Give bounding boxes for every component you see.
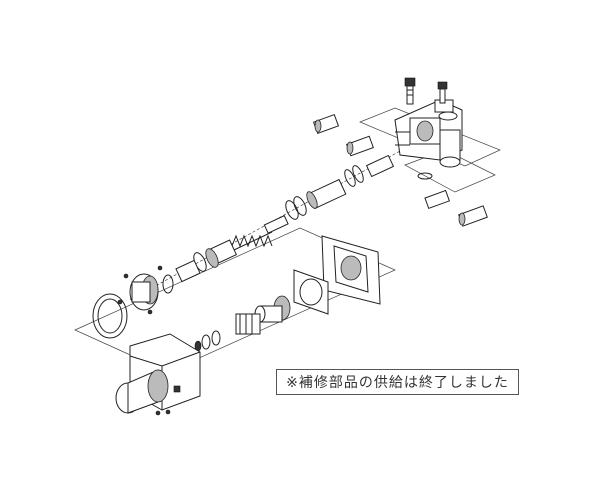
seal-ring-b: [293, 196, 307, 216]
fitting-right-2: [458, 205, 488, 227]
motor: [115, 369, 181, 414]
parts-supply-ended-notice: ※補修部品の供給は終了しました: [276, 369, 519, 395]
elbow-fitting-left: [312, 113, 340, 135]
top-screw-left: [404, 77, 416, 105]
pump-head-flange: [129, 273, 174, 311]
check-valve-small: [346, 135, 374, 157]
coupling-assembly: [235, 295, 291, 335]
motor-screw-2: [165, 409, 171, 415]
motor-screw: [155, 410, 161, 416]
frame-plate: [293, 269, 329, 315]
seal-ring-a: [285, 200, 299, 220]
top-o-ring: [438, 111, 458, 121]
fitting-right-1: [424, 189, 451, 210]
valve-body: [394, 99, 463, 168]
bottom-o-ring: [417, 172, 433, 180]
plunger-assembly: [306, 154, 395, 210]
piston-rod: [263, 215, 289, 234]
flange-bolts: [117, 265, 163, 315]
spring: [231, 231, 273, 251]
mounting-bracket: [321, 235, 381, 305]
large-gasket: [92, 293, 128, 339]
small-seals: [194, 330, 221, 352]
top-screw-right: [437, 81, 448, 104]
bearing-assembly: [175, 239, 238, 283]
